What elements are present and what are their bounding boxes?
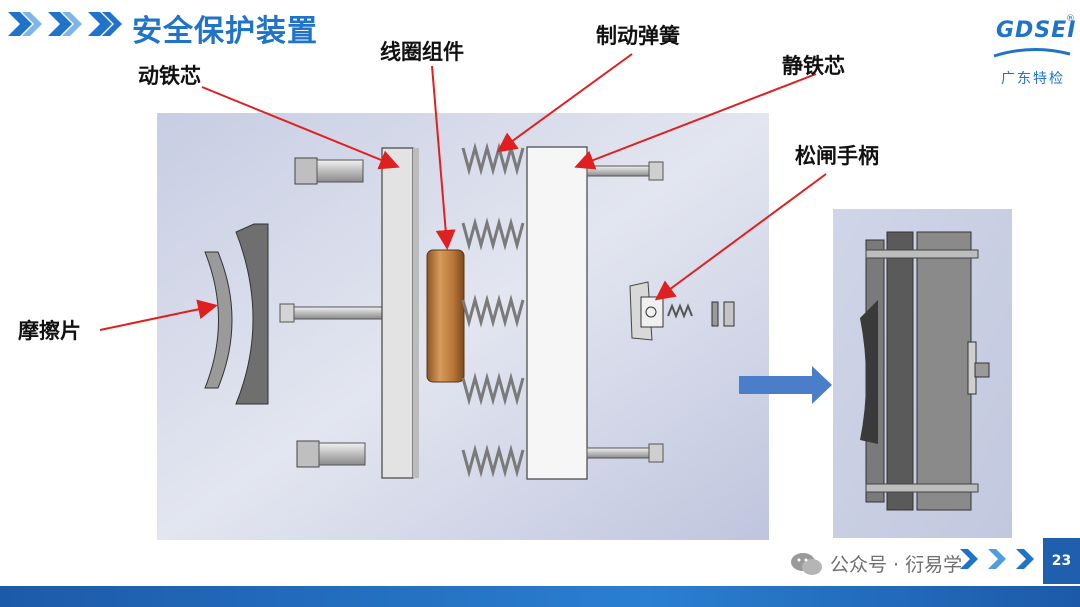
page-number: 23 [1043,538,1080,584]
chevron-right-icon [48,12,82,36]
screw-bottom-left [296,440,366,468]
leader-armature [201,86,400,170]
assembled-brake [860,231,990,511]
wechat-icon [791,552,822,575]
leader-friction [99,299,218,331]
footer-bar [0,586,1080,607]
coil-assembly [426,249,465,383]
page-title: 安全保护装置 [132,14,318,49]
logo-swoosh-icon [993,47,1071,58]
chevron-right-icon [88,12,122,36]
transition-arrow-icon [739,366,832,404]
chevron-right-icon [960,549,978,569]
brake-springs [461,142,525,478]
leader-lines [99,53,827,331]
label-handle: 松闸手柄 [795,144,879,168]
label-armature: 动铁芯 [138,64,201,88]
static-core-plate [526,146,588,480]
registered-mark: ® [1066,14,1075,24]
friction-plate-inner [235,223,269,405]
brand-logo: GDSEI [996,18,1077,43]
slide-header: 安全保护装置 GDSEI ® 广东特检 [0,0,1080,87]
chevron-right-icon [988,549,1006,569]
chevron-right-icon [1016,549,1034,569]
brand-subtitle: 广东特检 [1001,71,1065,87]
leader-spring [496,53,633,153]
leader-static-core [574,73,817,170]
label-static-core: 静铁芯 [782,54,845,78]
label-coil: 线圈组件 [380,40,464,64]
label-spring: 制动弹簧 [596,24,680,48]
title-chevrons [6,10,126,38]
leader-coil [431,65,456,250]
watermark: 公众号 · 衍易学 [790,550,962,577]
footer-chevrons [958,547,1042,571]
bolt-bottom-right [586,443,664,463]
chevron-right-icon [8,12,42,36]
bolt-top-right [586,161,664,181]
label-friction: 摩擦片 [18,319,81,343]
leader-handle [654,173,827,301]
release-handle-parts [629,281,735,341]
screw-top-left [294,157,364,185]
watermark-text: 公众号 · 衍易学 [830,554,963,576]
armature-plate [381,147,414,479]
friction-plate-outer [204,251,233,389]
